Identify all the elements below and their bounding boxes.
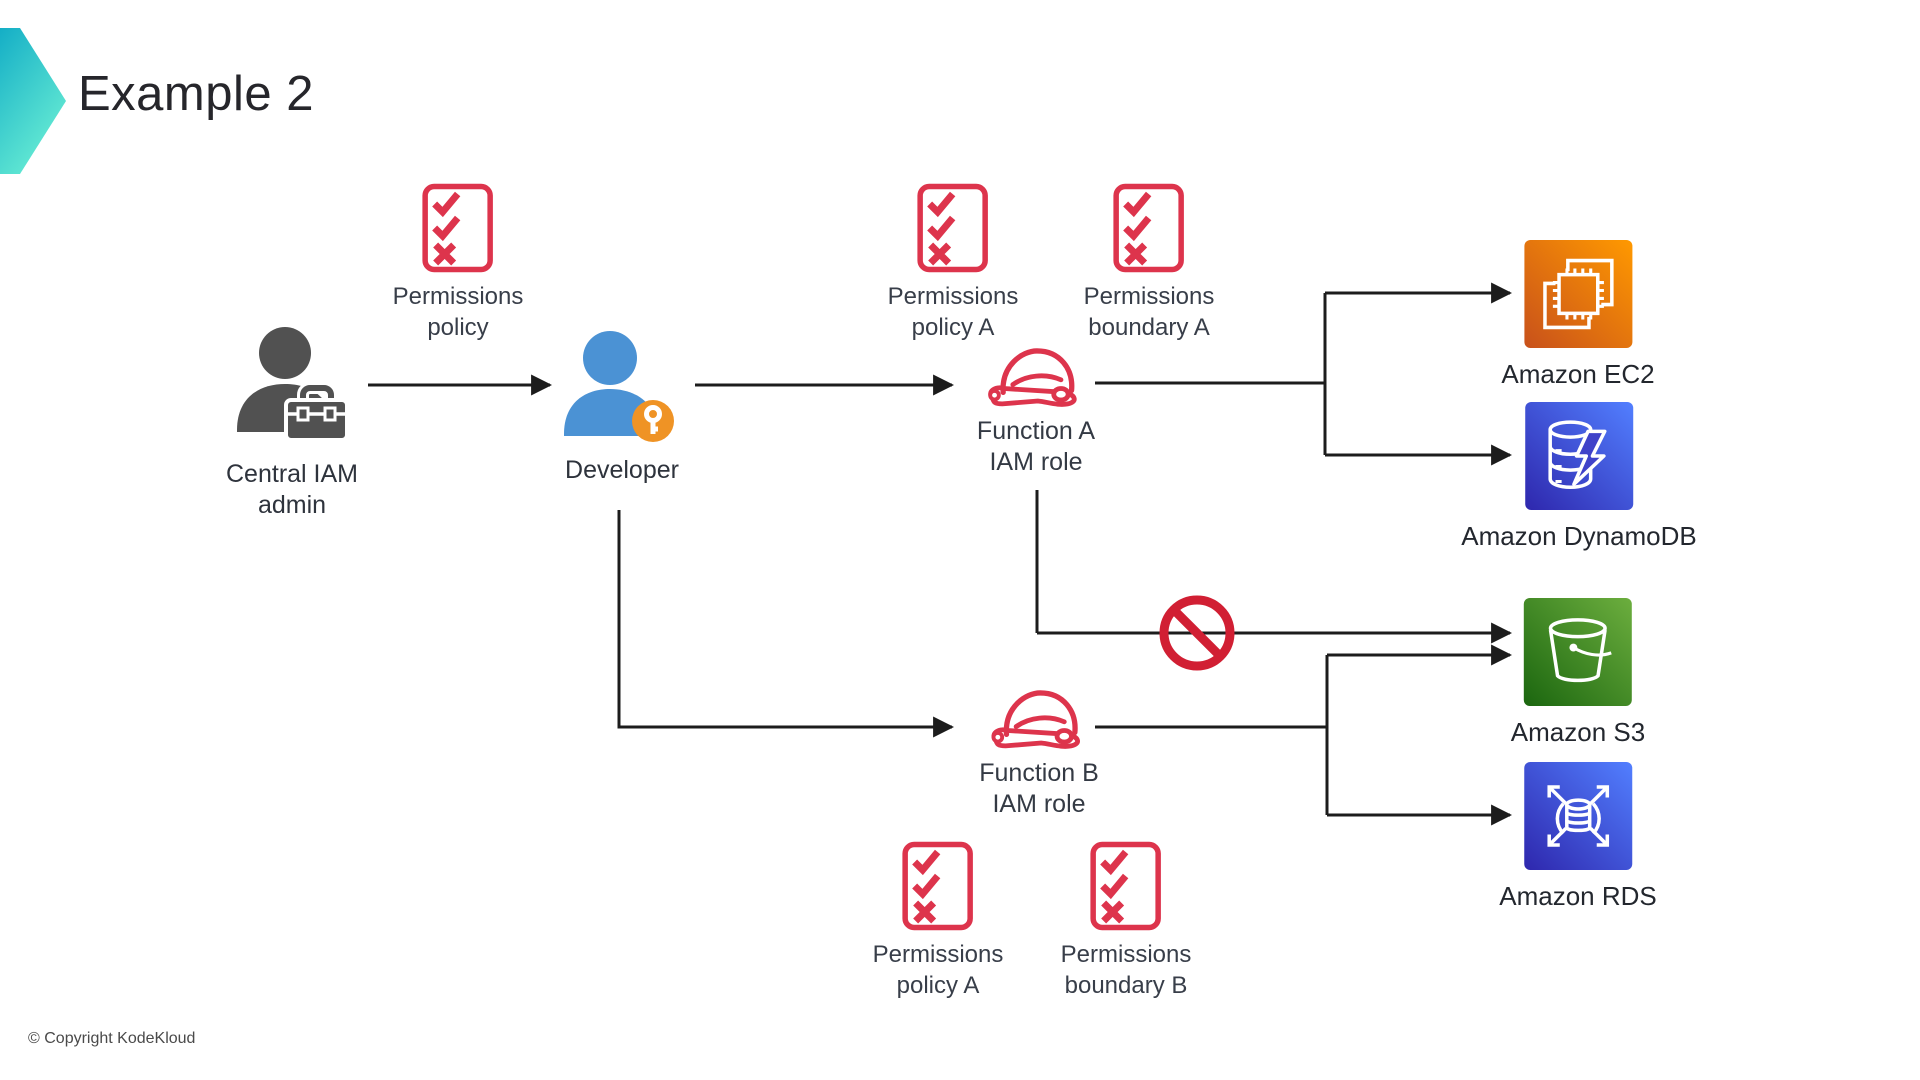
chevron-accent-icon — [0, 28, 66, 174]
iam-role-hardhat-icon — [987, 680, 1091, 754]
function-a-iam-role-label: Function A IAM role — [976, 417, 1096, 476]
amazon-s3-label: Amazon S3 — [1510, 717, 1646, 747]
policy-checklist-icon — [1090, 841, 1162, 931]
permissions-policy-a-label: Permissions policy A — [887, 283, 1019, 341]
node-permissions-policy-a-bottom: Permissions policy A — [872, 841, 1004, 1001]
central-iam-admin-label: Central IAM admin — [226, 460, 358, 519]
developer-label: Developer — [565, 456, 679, 484]
node-permissions-boundary-b: Permissions boundary B — [1060, 841, 1192, 1001]
policy-checklist-icon — [422, 183, 494, 273]
permissions-policy-a-bottom-label: Permissions policy A — [872, 941, 1004, 999]
amazon-dynamodb-label: Amazon DynamoDB — [1461, 521, 1697, 551]
permissions-boundary-b-label: Permissions boundary B — [1060, 941, 1192, 999]
node-amazon-rds: Amazon RDS — [1499, 762, 1657, 912]
policy-checklist-icon — [902, 841, 974, 931]
function-b-iam-role-label: Function B IAM role — [979, 759, 1099, 818]
developer-user-icon — [564, 331, 674, 442]
node-function-a-iam-role: Function A IAM role — [977, 338, 1095, 478]
page-title: Example 2 — [78, 67, 315, 121]
node-permissions-policy-a-top: Permissions policy A — [887, 183, 1019, 343]
permissions-boundary-a-label: Permissions boundary A — [1083, 283, 1215, 341]
node-function-b-iam-role: Function B IAM role — [979, 680, 1099, 820]
ec2-service-icon — [1524, 240, 1632, 348]
dynamodb-service-icon — [1524, 402, 1633, 510]
node-permissions-boundary-a: Permissions boundary A — [1083, 183, 1215, 343]
node-amazon-s3: Amazon S3 — [1511, 598, 1645, 748]
rds-service-icon — [1524, 762, 1632, 870]
s3-service-icon — [1524, 598, 1632, 706]
iam-role-hardhat-icon — [984, 338, 1088, 412]
copyright-text: © Copyright KodeKloud — [28, 1030, 196, 1047]
node-developer: Developer — [562, 328, 682, 486]
node-amazon-ec2: Amazon EC2 — [1501, 240, 1655, 390]
node-permissions-policy: Permissions policy — [392, 183, 524, 343]
node-amazon-dynamodb: Amazon DynamoDB — [1461, 402, 1697, 552]
amazon-ec2-label: Amazon EC2 — [1501, 359, 1655, 389]
admin-user-icon — [236, 327, 349, 442]
policy-checklist-icon — [917, 183, 989, 273]
no-entry-icon — [1159, 595, 1235, 671]
amazon-rds-label: Amazon RDS — [1499, 881, 1657, 911]
policy-checklist-icon — [1113, 183, 1185, 273]
node-central-iam-admin: Central IAM admin — [226, 324, 358, 521]
permissions-policy-label: Permissions policy — [392, 283, 524, 341]
